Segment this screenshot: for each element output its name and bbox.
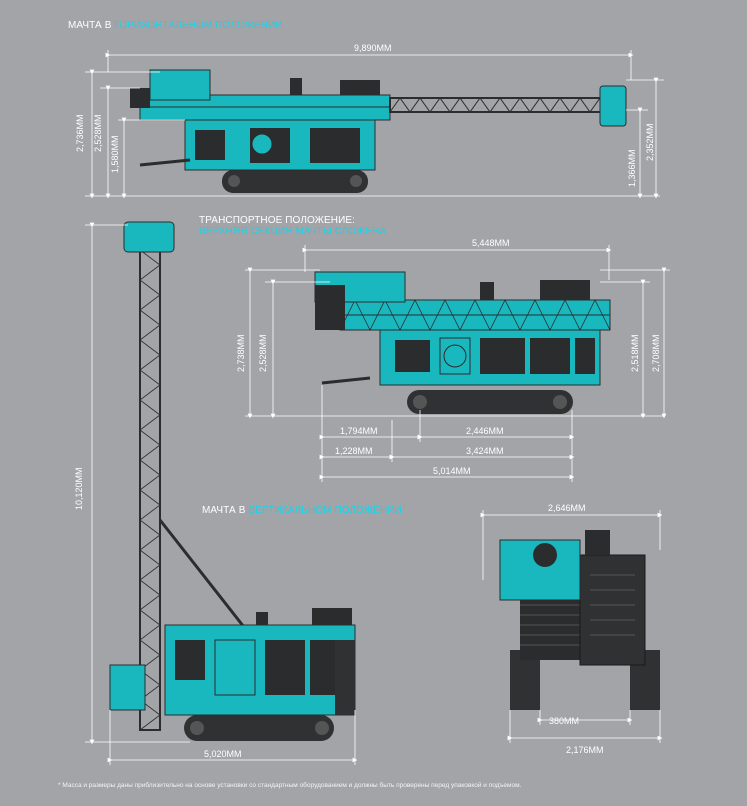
dim-transport-left-inner: 2,528MM	[258, 334, 268, 372]
dim-horizontal-height-body: 1,580MM	[110, 135, 120, 173]
dim-horizontal-right-top: 2,352MM	[645, 123, 655, 161]
rear-view-machine	[499, 530, 660, 710]
footnote: * Масса и размеры даны приблизительно на…	[58, 782, 522, 789]
dim-transport-top-length: 5,448MM	[472, 238, 510, 248]
dim-transport-3424: 3,424MM	[466, 446, 504, 456]
dim-transport-1794: 1,794MM	[340, 426, 378, 436]
transport-view-title-line1: ТРАНСПОРТНОЕ ПОЛОЖЕНИЕ:	[199, 215, 356, 226]
vertical-view-machine	[109, 221, 356, 741]
dim-vertical-mast-height: 10,120MM	[74, 467, 84, 510]
dim-transport-right-inner: 2,518MM	[630, 334, 640, 372]
vertical-title-accent: ВЕРТИКАЛЬНОМ ПОЛОЖЕНИИ	[248, 505, 402, 516]
dim-horizontal-overall-length: 9,890MM	[354, 43, 392, 53]
horizontal-view-title: МАЧТА В ГОРИЗОНТАЛЬНОМ ПОЛОЖЕНИИ	[68, 20, 283, 31]
dim-vertical-base-length: 5,020MM	[204, 749, 242, 759]
horizontal-title-prefix: МАЧТА В	[68, 20, 115, 31]
transport-view-machine	[314, 271, 611, 414]
transport-view-dimension-lines	[245, 245, 670, 482]
dim-transport-1228: 1,228MM	[335, 446, 373, 456]
horizontal-view-machine	[130, 69, 627, 193]
dim-rear-track-gap: 380MM	[549, 716, 580, 726]
dim-horizontal-height-deck: 2,528MM	[93, 114, 103, 152]
dim-transport-5014: 5,014MM	[433, 466, 471, 476]
rear-view-dimension-lines	[480, 510, 663, 743]
dim-transport-right-outer: 2,708MM	[651, 334, 661, 372]
dim-rear-width-top: 2,646MM	[548, 503, 586, 513]
transport-view-title-line2: ВЕРХНЯЯ СЕКЦИЯ МАЧТЫ СЛОЖЕНА	[199, 226, 387, 237]
dim-horizontal-right-low: 1,366MM	[627, 149, 637, 187]
horizontal-view-dimension-lines	[85, 50, 664, 199]
vertical-title-prefix: МАЧТА В	[202, 505, 249, 516]
horizontal-title-accent: ГОРИЗОНТАЛЬНОМ ПОЛОЖЕНИИ	[114, 20, 283, 31]
dim-rear-width-bottom: 2,176MM	[566, 745, 604, 755]
vertical-view-title: МАЧТА В ВЕРТИКАЛЬНОМ ПОЛОЖЕНИИ	[202, 505, 402, 516]
dim-transport-left-outer: 2,738MM	[236, 334, 246, 372]
dim-transport-2446: 2,446MM	[466, 426, 504, 436]
vertical-view-dimension-lines	[85, 222, 358, 765]
dim-horizontal-height-total: 2,736MM	[75, 114, 85, 152]
